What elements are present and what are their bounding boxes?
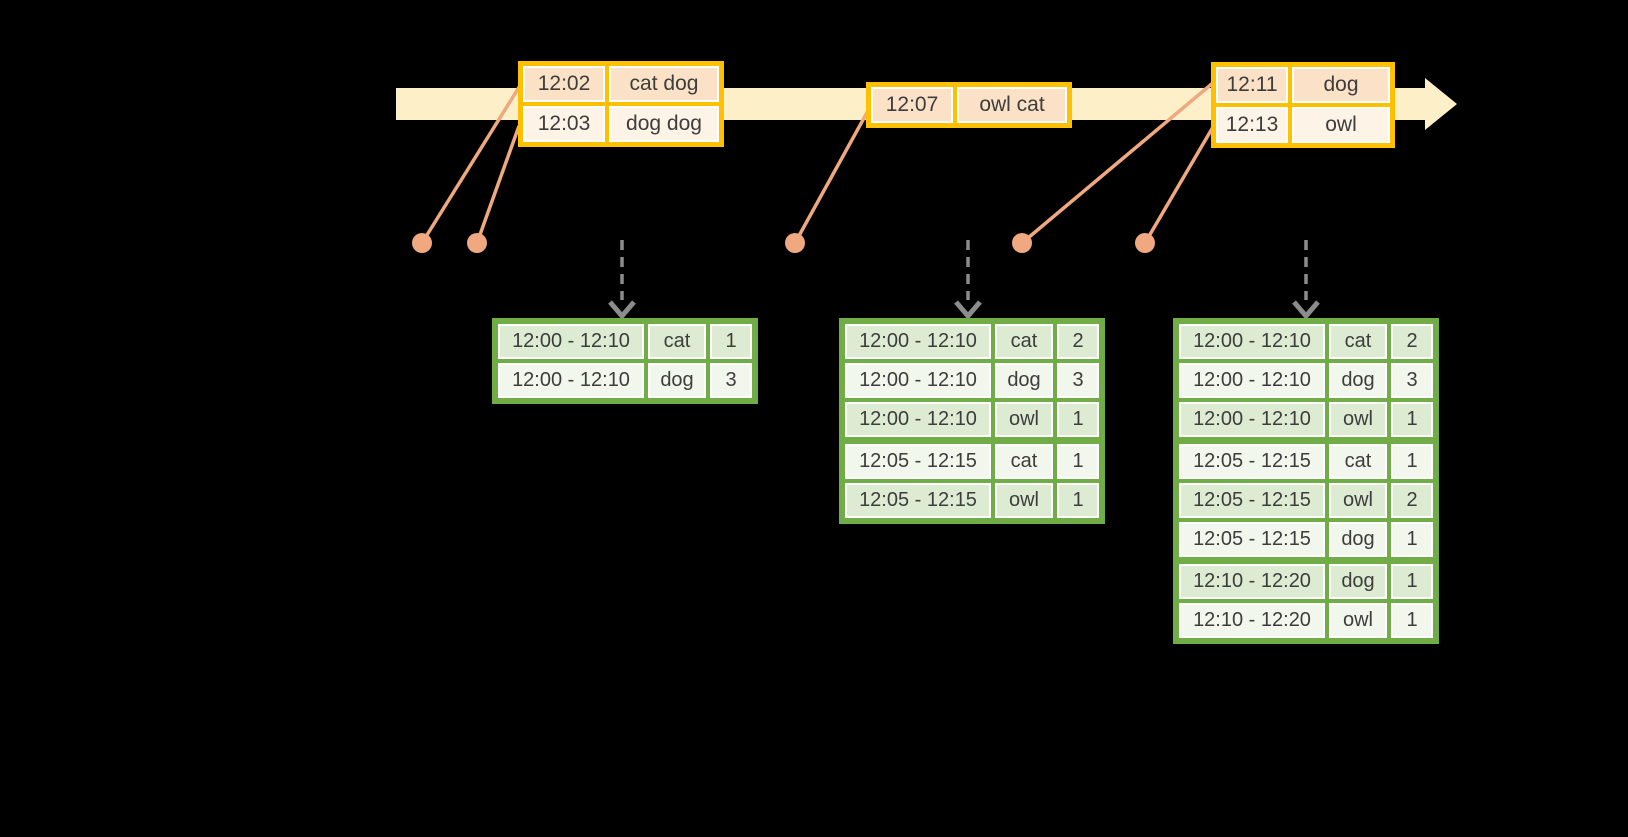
count-cell: 1: [1055, 400, 1101, 439]
result-row: 12:10 - 12:20 owl 1: [1177, 601, 1435, 640]
event-row: 12:02 cat dog: [521, 64, 721, 104]
count-cell: 1: [1055, 439, 1101, 481]
event-time: 12:02: [521, 64, 607, 104]
window-range: 12:00 - 12:10: [1177, 322, 1327, 361]
word-cell: cat: [1327, 322, 1389, 361]
event-row: 12:03 dog dog: [521, 104, 721, 144]
word-cell: dog: [1327, 520, 1389, 559]
window-range: 12:05 - 12:15: [1177, 520, 1327, 559]
window-range: 12:00 - 12:10: [843, 322, 993, 361]
event-words: cat dog: [607, 64, 721, 104]
event-connector-line: [793, 108, 871, 244]
count-cell: 1: [1389, 439, 1435, 481]
count-cell: 1: [708, 322, 754, 361]
word-cell: cat: [646, 322, 708, 361]
window-range: 12:00 - 12:10: [843, 361, 993, 400]
event-box: 12:02 cat dog 12:03 dog dog: [518, 61, 724, 147]
count-cell: 2: [1389, 322, 1435, 361]
trigger-down-arrow-icon: [608, 240, 636, 320]
word-cell: owl: [1327, 601, 1389, 640]
result-row: 12:00 - 12:10 owl 1: [1177, 400, 1435, 439]
window-range: 12:00 - 12:10: [843, 400, 993, 439]
count-cell: 3: [1389, 361, 1435, 400]
window-range: 12:05 - 12:15: [843, 481, 993, 520]
word-cell: owl: [1327, 481, 1389, 520]
word-cell: dog: [993, 361, 1055, 400]
event-dot-icon: [1135, 233, 1155, 253]
result-row: 12:00 - 12:10 owl 1: [843, 400, 1101, 439]
word-cell: owl: [993, 400, 1055, 439]
event-box: 12:07 owl cat: [866, 82, 1072, 128]
count-cell: 1: [1389, 559, 1435, 601]
event-connector-line: [420, 83, 523, 244]
event-row: 12:11 dog: [1214, 65, 1392, 105]
event-time: 12:07: [869, 85, 955, 125]
event-connector-line: [1143, 126, 1215, 244]
window-range: 12:00 - 12:10: [496, 322, 646, 361]
result-table: 12:00 - 12:10 cat 1 12:00 - 12:10 dog 3: [492, 318, 758, 404]
event-connector-line: [1020, 80, 1216, 245]
result-row: 12:05 - 12:15 cat 1: [1177, 439, 1435, 481]
window-range: 12:05 - 12:15: [1177, 481, 1327, 520]
window-range: 12:05 - 12:15: [843, 439, 993, 481]
window-range: 12:00 - 12:10: [1177, 361, 1327, 400]
event-connector-line: [475, 125, 521, 244]
event-words: dog: [1290, 65, 1392, 105]
result-row: 12:00 - 12:10 cat 2: [1177, 322, 1435, 361]
window-range: 12:00 - 12:10: [496, 361, 646, 400]
event-words: dog dog: [607, 104, 721, 144]
trigger-down-arrow-icon: [954, 240, 982, 320]
result-row: 12:10 - 12:20 dog 1: [1177, 559, 1435, 601]
event-time: 12:11: [1214, 65, 1290, 105]
count-cell: 1: [1389, 601, 1435, 640]
count-cell: 3: [1055, 361, 1101, 400]
event-row: 12:07 owl cat: [869, 85, 1069, 125]
event-time: 12:13: [1214, 105, 1290, 145]
event-dot-icon: [467, 233, 487, 253]
count-cell: 3: [708, 361, 754, 400]
count-cell: 1: [1055, 481, 1101, 520]
result-row: 12:05 - 12:15 dog 1: [1177, 520, 1435, 559]
result-row: 12:00 - 12:10 dog 3: [1177, 361, 1435, 400]
event-dot-icon: [785, 233, 805, 253]
count-cell: 1: [1389, 400, 1435, 439]
count-cell: 2: [1055, 322, 1101, 361]
result-row: 12:00 - 12:10 cat 2: [843, 322, 1101, 361]
window-range: 12:10 - 12:20: [1177, 601, 1327, 640]
word-cell: dog: [1327, 559, 1389, 601]
result-row: 12:00 - 12:10 dog 3: [843, 361, 1101, 400]
result-row: 12:00 - 12:10 cat 1: [496, 322, 754, 361]
window-range: 12:05 - 12:15: [1177, 439, 1327, 481]
word-cell: cat: [1327, 439, 1389, 481]
result-table: 12:00 - 12:10 cat 2 12:00 - 12:10 dog 3 …: [839, 318, 1105, 524]
result-row: 12:05 - 12:15 owl 1: [843, 481, 1101, 520]
window-range: 12:00 - 12:10: [1177, 400, 1327, 439]
result-row: 12:05 - 12:15 owl 2: [1177, 481, 1435, 520]
result-row: 12:05 - 12:15 cat 1: [843, 439, 1101, 481]
window-range: 12:10 - 12:20: [1177, 559, 1327, 601]
result-table: 12:00 - 12:10 cat 2 12:00 - 12:10 dog 3 …: [1173, 318, 1439, 644]
word-cell: owl: [1327, 400, 1389, 439]
event-box: 12:11 dog 12:13 owl: [1211, 62, 1395, 148]
count-cell: 2: [1389, 481, 1435, 520]
word-cell: cat: [993, 322, 1055, 361]
word-cell: cat: [993, 439, 1055, 481]
word-cell: owl: [993, 481, 1055, 520]
result-row: 12:00 - 12:10 dog 3: [496, 361, 754, 400]
word-cell: dog: [1327, 361, 1389, 400]
trigger-down-arrow-icon: [1292, 240, 1320, 320]
count-cell: 1: [1389, 520, 1435, 559]
event-dot-icon: [1012, 233, 1032, 253]
event-time: 12:03: [521, 104, 607, 144]
word-cell: dog: [646, 361, 708, 400]
event-row: 12:13 owl: [1214, 105, 1392, 145]
event-words: owl: [1290, 105, 1392, 145]
event-words: owl cat: [955, 85, 1069, 125]
event-dot-icon: [412, 233, 432, 253]
